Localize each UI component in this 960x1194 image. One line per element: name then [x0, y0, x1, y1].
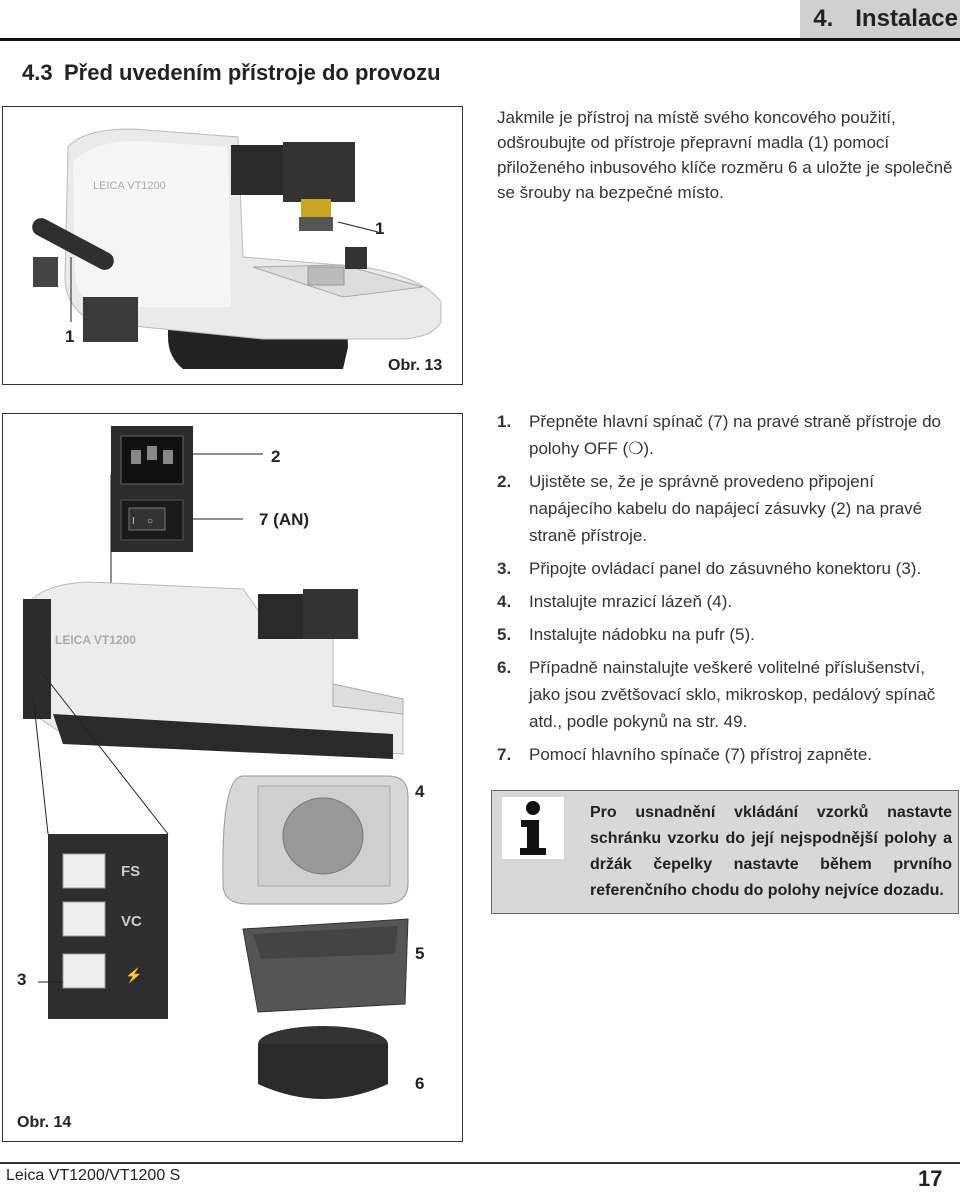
header-rule: [0, 38, 960, 41]
info-icon: [502, 797, 564, 859]
step-item: 1.Přepněte hlavní spínač (7) na pravé st…: [497, 412, 942, 458]
brand-text-13: LEICA VT1200: [93, 180, 166, 192]
port-label-panel: ⚡: [125, 967, 142, 984]
header-band: [800, 0, 960, 38]
callout-3: 3: [17, 970, 27, 989]
step-item: 7.Pomocí hlavního spínače (7) přístroj z…: [497, 745, 873, 764]
figure-13: LEICA VT1200 1 1 Obr. 13: [2, 106, 463, 385]
footer-product: Leica VT1200/VT1200 S: [6, 1167, 181, 1184]
step-item: 3.Připojte ovládací panel do zásuvného k…: [497, 559, 922, 578]
callout-1-top: 1: [375, 219, 385, 238]
step-item: 2.Ujistěte se, že je správně provedeno p…: [497, 472, 923, 545]
callout-5: 5: [415, 944, 425, 963]
callout-1-left: 1: [65, 327, 75, 346]
port-label-fs: FS: [121, 863, 140, 880]
step-item: 6.Případně nainstalujte veškeré voliteln…: [497, 658, 936, 731]
page-number: 17: [918, 1166, 943, 1191]
port-label-vc: VC: [121, 913, 142, 930]
switch-on-symbol: I: [132, 516, 135, 527]
chapter-title: Instalace: [855, 5, 958, 32]
callout-7: 7 (AN): [259, 510, 310, 529]
callout-2: 2: [271, 447, 281, 466]
chapter-number: 4.: [813, 5, 834, 32]
note-box: [491, 790, 959, 914]
callout-4: 4: [415, 782, 425, 801]
section-title: Před uvedením přístroje do provozu: [64, 60, 441, 85]
callout-6: 6: [415, 1074, 425, 1093]
figure-13-label: Obr. 13: [388, 357, 443, 374]
footer-rule: [0, 1162, 960, 1164]
intro-paragraph: Jakmile je přístroj na místě svého konco…: [497, 108, 953, 202]
step-item: 5.Instalujte nádobku na pufr (5).: [497, 625, 755, 644]
installation-photo-14: I ○ LEICA VT1200 FS VC ⚡: [23, 426, 409, 1099]
brand-text-14: LEICA VT1200: [55, 633, 136, 647]
figure-14-label: Obr. 14: [17, 1114, 72, 1131]
section-number: 4.3: [22, 60, 53, 85]
step-item: 4.Instalujte mrazicí lázeň (4).: [497, 592, 733, 611]
microtome-photo-13: LEICA VT1200: [32, 128, 442, 369]
switch-off-symbol: ○: [147, 516, 153, 527]
installation-steps: 1.Přepněte hlavní spínač (7) na pravé st…: [497, 408, 959, 774]
chapter-heading: 4. Instalace: [800, 0, 958, 38]
note-text: Pro usnadnění vkládání vzorků nastavte s…: [590, 804, 952, 899]
figure-14: I ○ LEICA VT1200 FS VC ⚡: [2, 413, 463, 1142]
